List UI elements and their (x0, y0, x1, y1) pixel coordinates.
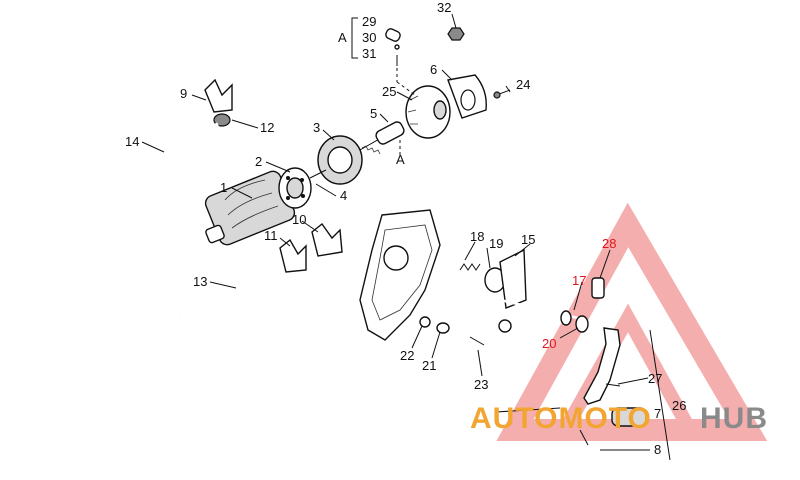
pin (309, 169, 327, 179)
label-23: 23 (474, 377, 488, 392)
fork-rod-14-fill (111, 122, 219, 184)
shift-fork-9 (204, 78, 233, 127)
label-9: 9 (180, 86, 187, 101)
detent-parts (385, 28, 401, 66)
label-1: 1 (220, 180, 227, 195)
label-18: 18 (470, 229, 484, 244)
cover-plate (447, 74, 487, 119)
label-14: 14 (125, 134, 139, 149)
label-19: 19 (489, 236, 503, 251)
bearing (278, 167, 312, 209)
shaft-5 (375, 121, 405, 145)
label-4: 4 (340, 188, 347, 203)
label-22: 22 (400, 348, 414, 363)
label-8: 8 (654, 442, 661, 457)
label-21: 21 (422, 358, 436, 373)
shift-fork-11 (279, 238, 307, 273)
screw-24 (493, 89, 511, 99)
leader-lines (141, 13, 671, 461)
label-group-a: A (338, 30, 347, 45)
group-bracket (351, 17, 358, 59)
label-12: 12 (260, 120, 274, 135)
label-31: 31 (362, 46, 376, 61)
watermark-text-hub: HUB (700, 402, 768, 435)
label-13: 13 (193, 274, 207, 289)
label-30: 30 (362, 30, 376, 45)
label-20: 20 (542, 336, 556, 351)
shift-shaft (459, 248, 589, 333)
ref-line-a-join (396, 81, 416, 96)
gear-lever (579, 277, 647, 446)
label-26: 26 (672, 398, 686, 413)
label-28: 28 (602, 236, 616, 251)
label-11: 11 (264, 228, 278, 243)
label-6: 6 (430, 62, 437, 77)
label-15: 15 (521, 232, 535, 247)
label-7: 7 (654, 406, 661, 421)
label-5: 5 (370, 106, 377, 121)
fork-rod-13-fill (179, 262, 273, 320)
watermark-text-automoto: AUTOMOTO (470, 402, 652, 435)
shift-fork-10 (311, 222, 343, 257)
watermark-text: AUTOMOTO HUB (470, 402, 768, 435)
label-17: 17 (572, 273, 586, 288)
crankcase (359, 209, 441, 341)
label-25: 25 (382, 84, 396, 99)
label-10: 10 (292, 212, 306, 227)
bolt-32 (447, 27, 465, 41)
label-29: 29 (362, 14, 376, 29)
part-labels: 1 2 3 4 5 6 7 8 9 10 11 12 13 14 15 17 1… (125, 0, 686, 457)
label-2: 2 (255, 154, 262, 169)
star-wheel (317, 129, 396, 185)
label-3: 3 (313, 120, 320, 135)
label-32: 32 (437, 0, 451, 15)
watermark-logo (496, 202, 768, 441)
shift-drum (204, 170, 296, 246)
label-ref-a: A (396, 152, 405, 167)
label-27: 27 (648, 371, 662, 386)
segment-plate (405, 85, 451, 139)
label-24: 24 (516, 77, 530, 92)
small-parts (419, 316, 512, 346)
